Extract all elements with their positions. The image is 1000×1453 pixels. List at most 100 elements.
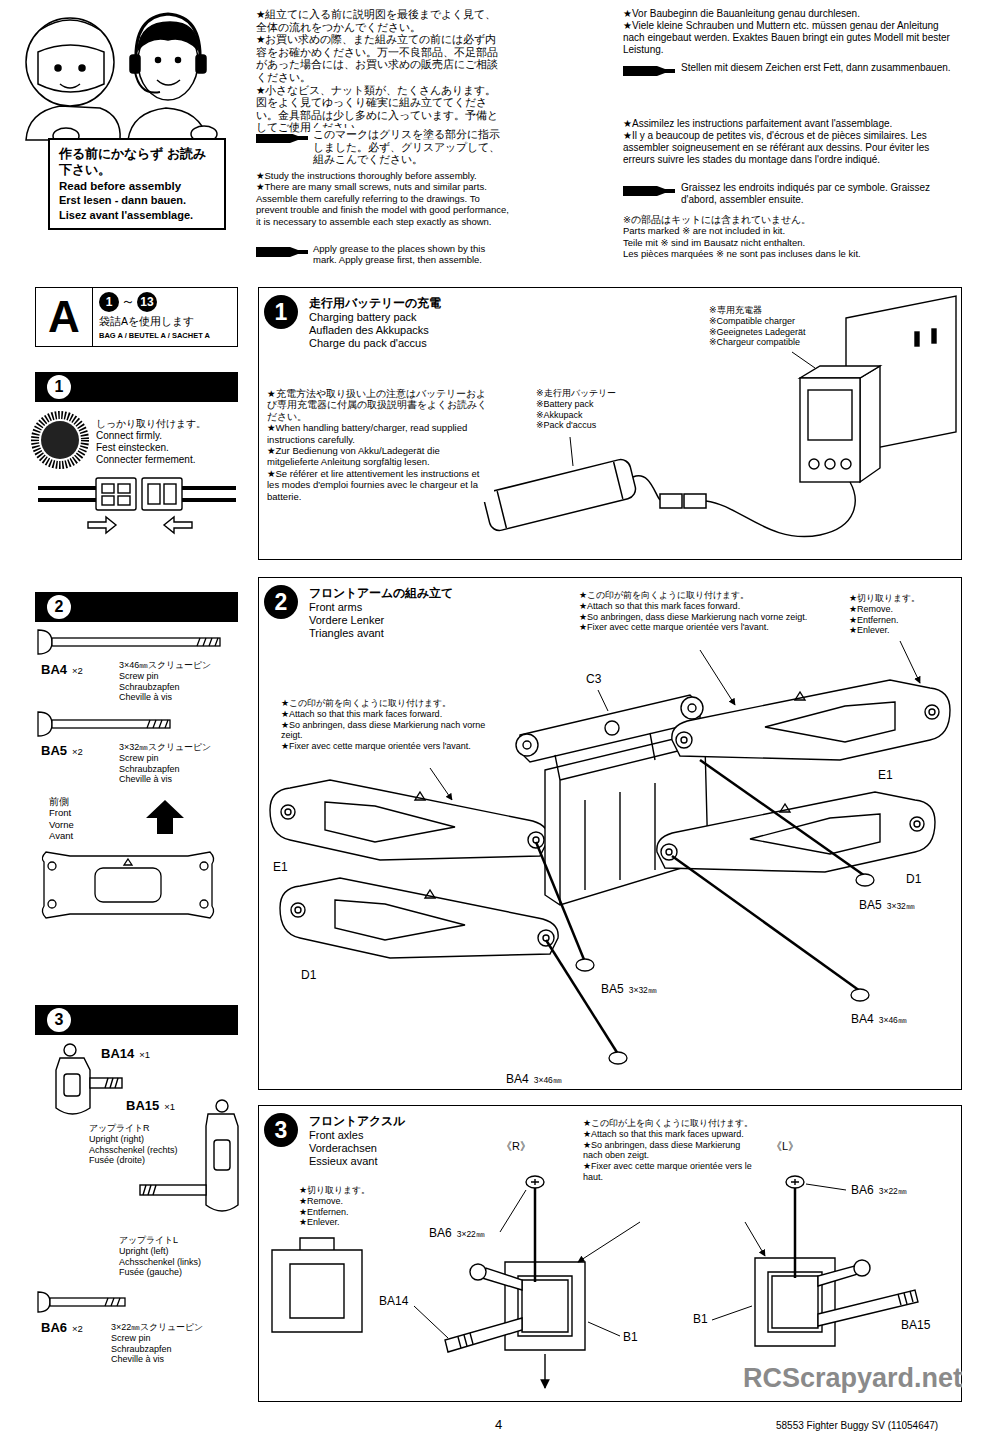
step-title: Essieux avant: [309, 1155, 405, 1168]
leader-line: [806, 1184, 846, 1190]
label-group: BA14×1: [100, 1046, 151, 1062]
direction-label: Front: [48, 807, 72, 818]
front-axle-right: [544, 1354, 545, 1388]
callout-text: ★Fixer avec cette marque orientée vers l…: [280, 741, 472, 752]
charger: [706, 366, 880, 537]
arm-top-view: [42, 852, 213, 918]
screw-pin-drawing: [576, 959, 594, 971]
part-description: Schraubzapfen: [118, 682, 181, 693]
part-label: BA14: [378, 1294, 409, 1308]
part-description: Schraubzapfen: [110, 1344, 173, 1355]
upright-drawing: [56, 1058, 90, 1114]
connector-drawing: [96, 478, 136, 510]
label-group: ★この印が上を向くように取り付けます。★Attach so that this …: [582, 1118, 760, 1183]
screw-pin-drawing: [52, 638, 220, 646]
note-text: ★Zur Bedienung von Akku/Ladegerät die mi…: [266, 445, 494, 468]
direction-label: Vorne: [48, 819, 75, 830]
step-title: Charging battery pack: [309, 311, 441, 324]
charger: [800, 378, 860, 482]
front-axle-right: [522, 1280, 568, 1332]
part-label: B1: [692, 1312, 709, 1326]
front-axle-left: [786, 1176, 804, 1188]
label-group: D1: [300, 968, 317, 982]
step-title: Charge du pack d'accus: [309, 337, 441, 350]
step-heading: フロントアクスルFront axlesVorderachsenEssieux a…: [309, 1115, 405, 1168]
part-description: Fusée (gauche): [118, 1267, 183, 1278]
step-panel: 2フロントアームの組み立てFront armsVordere LenkerTri…: [258, 577, 962, 1090]
part-description: Screw pin: [118, 753, 160, 764]
connector-drawing: [102, 496, 114, 505]
label-group: アップライトRUpright (right)Achsschenkel (rech…: [88, 1123, 188, 1166]
charger: [706, 482, 855, 537]
label-group: Graissez les endroits indiqués par ce sy…: [680, 182, 955, 206]
battery-pack: [684, 494, 706, 508]
leader-arrow: [430, 768, 452, 800]
part-number: BA15: [125, 1098, 160, 1114]
note-text: ★Vor Baubeginn die Bauanleitung genau du…: [622, 8, 861, 20]
callout-text: ★この印が前を向くように取り付けます。: [280, 698, 452, 709]
bulkhead-c3: [605, 721, 619, 735]
label-group: E1: [272, 860, 289, 874]
screw-callout: 3×22㎜: [456, 1229, 486, 1239]
note-text: ★Il y a beaucoup de petites vis, d'écrou…: [622, 130, 952, 166]
arm-top-view: [95, 868, 161, 902]
callout-text: ※Geeignetes Ladegerät: [708, 327, 807, 338]
cartoon-figures: [60, 84, 80, 88]
grease-mark: [256, 66, 675, 257]
screw-pin-drawing: [546, 940, 618, 1054]
label-group: BA6×2: [40, 1320, 84, 1336]
bulkhead-c3: [545, 735, 708, 905]
label-group: B1: [692, 1312, 709, 1326]
screw-callout: BA4: [505, 1072, 530, 1086]
label-group: BA63×22㎜: [428, 1226, 486, 1240]
arm-top-view: [200, 862, 208, 870]
upright-drawing: [90, 1078, 122, 1088]
part-label: BA15: [900, 1318, 931, 1332]
screw-callout: 3×32㎜: [886, 901, 916, 911]
part-description: Upright (left): [118, 1246, 170, 1257]
front-arm-drawing: [657, 792, 935, 872]
step-title: Vordere Lenker: [309, 614, 453, 627]
upright-drawing: [214, 1140, 230, 1170]
front-axle-right: [526, 1176, 544, 1188]
charger: [860, 366, 880, 482]
note-text: Les pièces marquées ※ ne sont pas inclus…: [622, 248, 862, 259]
label-group: 3×46㎜スクリューピンScrew pinSchraubzapfenChevil…: [118, 660, 240, 703]
sign-text: Read before assembly: [59, 179, 215, 194]
front-axle-left: [772, 1276, 818, 1328]
callout-text: ※Akkupack: [535, 410, 584, 421]
note-text: ★充電方法や取り扱い上の注意はバッテリーおよび専用充電器に付属の取扱説明書をよく…: [266, 388, 494, 422]
label-group: 《R》: [500, 1140, 532, 1153]
label-group: BA5×2: [40, 743, 84, 759]
cartoon-figures: [135, 72, 160, 93]
part-description: Cheville à vis: [118, 692, 173, 703]
removable-bracket: [272, 1250, 362, 1332]
cartoon-figures: [191, 126, 217, 142]
screw-pin-drawing: [609, 1052, 627, 1064]
cartoon-figures: [196, 55, 206, 73]
cartoon-figures: [53, 128, 79, 144]
label-group: BA43×46㎜: [850, 1012, 908, 1026]
bulkhead-c3: [560, 748, 690, 905]
step-panel: 1走行用バッテリーの充電Charging battery packAuflade…: [258, 287, 962, 560]
part-description: Screw pin: [118, 671, 160, 682]
cartoon-figures: [79, 65, 85, 71]
battery-pack: [660, 494, 682, 508]
note-text: ★Se référer et lire attentivement les in…: [266, 468, 494, 502]
step-number: 2: [275, 591, 288, 614]
note-text: このマークはグリスを塗る部分に指示しました。必ず、グリスアップして、組みこんでく…: [312, 128, 507, 166]
note-text: Apply grease to the places shown by this…: [312, 243, 507, 266]
callout-text: ★Enlever.: [848, 625, 891, 636]
connect-firmly-icon: [35, 415, 85, 465]
leader-line: [414, 1306, 448, 1338]
part-label: D1: [905, 872, 922, 886]
callout-text: ★Attach so that this mark faces upward.: [582, 1129, 745, 1140]
grease-mark: [256, 247, 308, 257]
part-number: BA5: [40, 743, 68, 759]
front-axle-left: [854, 1260, 870, 1276]
step-bar: [35, 592, 238, 622]
bulkhead-c3: [516, 734, 538, 756]
side-label: 《R》: [500, 1140, 532, 1153]
arm-top-view: [200, 900, 208, 908]
